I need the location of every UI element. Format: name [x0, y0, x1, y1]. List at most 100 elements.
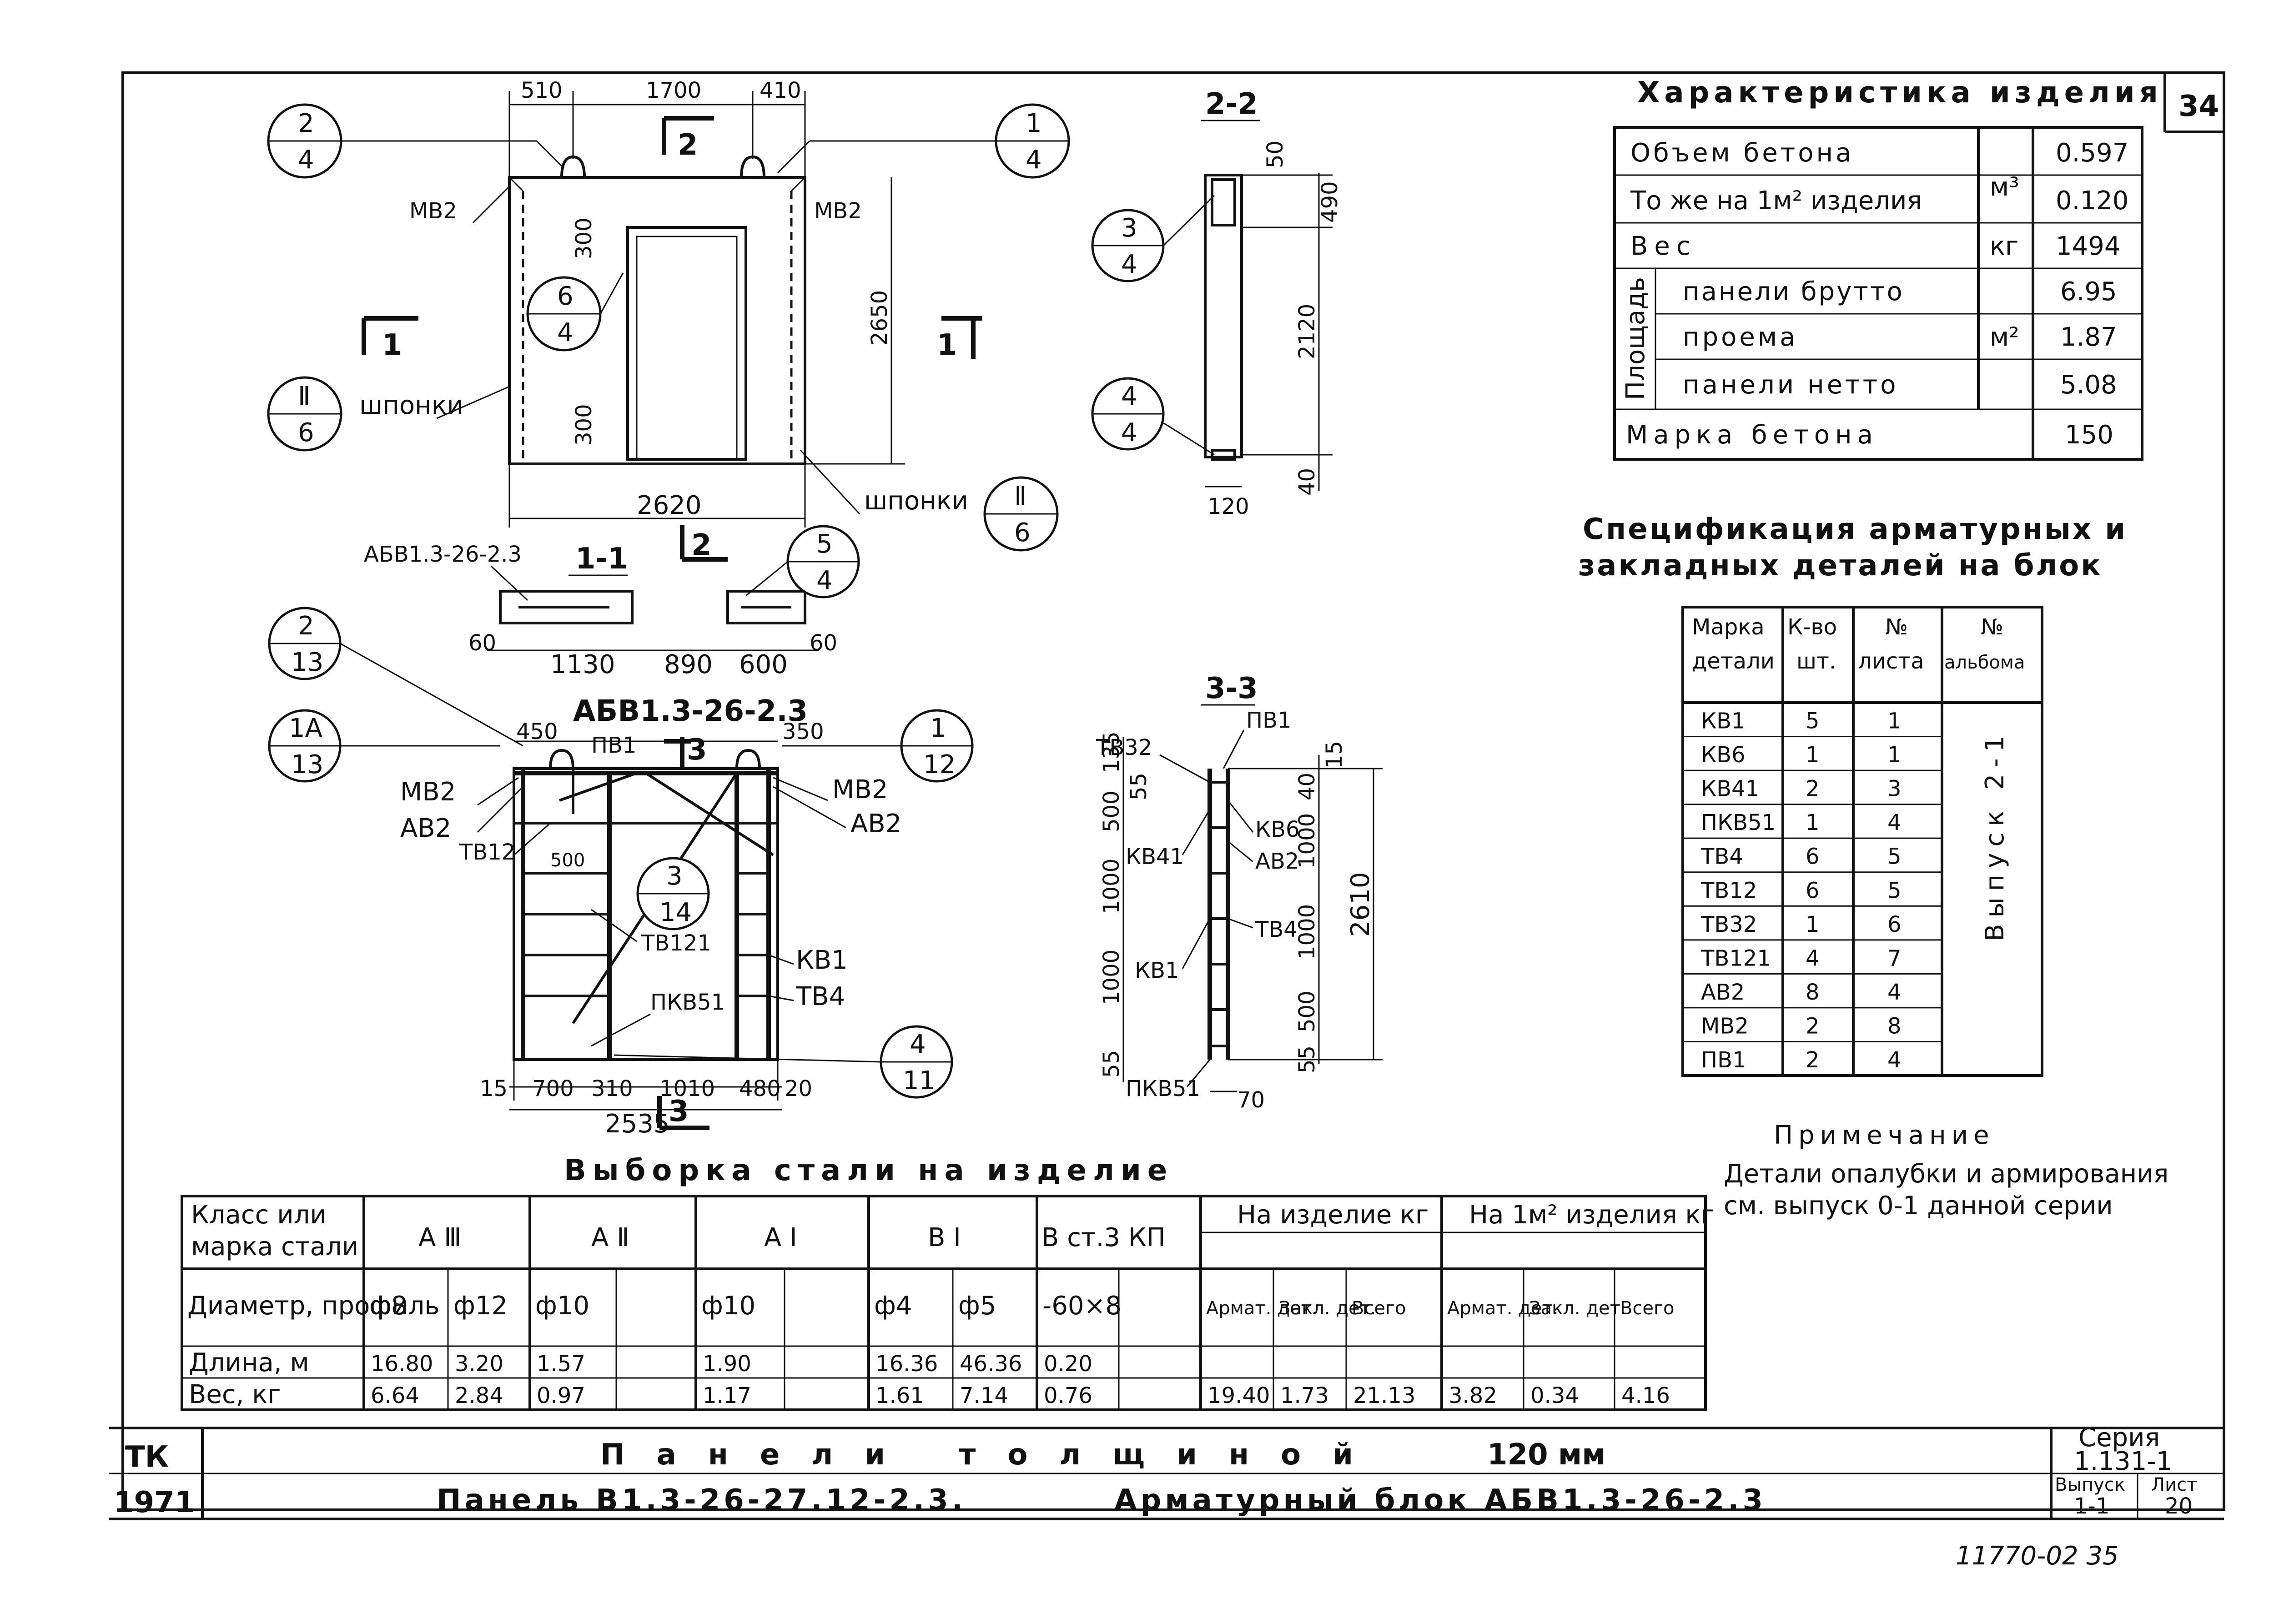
callout-1-12: 1 12 [782, 709, 974, 783]
dim-135: 135 [1099, 731, 1124, 773]
title-issue: 1-1 [2074, 1493, 2109, 1519]
label-keys-right: шпонки [864, 486, 968, 516]
char-row-weight: Вес [1630, 231, 1697, 261]
steel-h2-cell: ф10 [701, 1291, 755, 1321]
svg-text:6: 6 [1014, 518, 1031, 548]
steel-weight-cell: 21.13 [1353, 1383, 1415, 1408]
steel-h2-cell: ф4 [874, 1291, 912, 1321]
char-area-label: Площадь [1621, 277, 1650, 400]
label-pkb51-s33: ПКВ51 [1126, 1076, 1200, 1101]
dim-1700: 1700 [646, 78, 701, 103]
callout-5-4: 5 4 [745, 525, 860, 598]
spec-cell: 4 [1887, 980, 1902, 1005]
char-row-gross: панели брутто [1683, 277, 1904, 307]
spec-title-2: закладных деталей на блок [1578, 549, 2103, 583]
dim-70: 70 [1237, 1087, 1265, 1113]
spec-album-value: Выпуск 2-1 [1980, 729, 2010, 941]
title-line-2-left: Панель В1.3-26-27.12-2.3. [437, 1483, 966, 1517]
spec-cell: ПВ1 [1701, 1047, 1746, 1073]
spec-cell: 1 [1887, 709, 1902, 734]
label-pv1: ПВ1 [591, 733, 637, 758]
char-value-opening: 1.87 [2060, 322, 2117, 352]
cut-2-top: 2 [678, 128, 698, 162]
char-row-grade: Марка бетона [1626, 420, 1878, 450]
spec-cell: 7 [1887, 945, 1902, 971]
spec-h-mark-1: Марка [1692, 614, 1765, 640]
steel-length-cell: 16.36 [875, 1351, 938, 1377]
label-mb2-left: МВ2 [409, 198, 457, 224]
spec-cell: 1 [1806, 742, 1820, 768]
title-line-2-right: Арматурный блок АБВ1.3-26-2.3 [1114, 1483, 1766, 1517]
title-series-label: Серия [2078, 1423, 2160, 1453]
spec-cell: 4 [1887, 810, 1902, 835]
steel-h2-cell: Армат. дет. [1447, 1298, 1558, 1319]
dim-60-right: 60 [810, 630, 837, 656]
specification-table: Спецификация арматурных и закладных дета… [1578, 513, 2127, 1077]
svg-text:3: 3 [666, 861, 683, 891]
dim-890: 890 [664, 650, 713, 679]
spec-h-mark-2: детали [1692, 649, 1775, 674]
spec-cell: 4 [1887, 1047, 1902, 1073]
steel-weight-cell: 3.82 [1449, 1383, 1497, 1408]
spec-cell: ПКВ51 [1701, 810, 1776, 835]
steel-weight-cell: 4.16 [1621, 1383, 1670, 1408]
steel-weight-cell: 0.76 [1044, 1383, 1092, 1408]
dim-2120: 2120 [1294, 304, 1320, 359]
steel-h2-cell: -60×8 [1042, 1291, 1122, 1321]
dim-300-top: 300 [571, 217, 597, 259]
cut-3-bottom: 3 [669, 1095, 689, 1128]
spec-h-qty-1: К-во [1787, 614, 1837, 640]
svg-text:13: 13 [291, 648, 323, 677]
label-tb4-s33: ТВ4 [1255, 917, 1298, 942]
label-tb32: ТВ32 [1096, 735, 1152, 760]
dim-310: 310 [591, 1076, 633, 1101]
dim-500-block: 500 [550, 850, 585, 871]
steel-h1-cell: В Ⅰ [928, 1223, 961, 1252]
steel-weight-cell: 1.61 [875, 1383, 924, 1408]
char-value-grade: 150 [2065, 420, 2113, 450]
char-row-opening: проема [1683, 322, 1798, 352]
callout-ii-6-right: Ⅱ 6 [983, 476, 1059, 552]
section-1-1: 1-1 АБВ1.3-26-2.3 2 60 1130 890 600 60 5… [364, 525, 860, 679]
label-kb1: КВ1 [796, 945, 848, 975]
steel-length-cell: Длина, м [189, 1348, 309, 1378]
section-3-3-title: 3-3 [1205, 672, 1258, 705]
steel-h2-cell: Армат. дет. [1206, 1298, 1317, 1319]
steel-h-class-1: Класс или [191, 1200, 327, 1230]
svg-text:6: 6 [298, 418, 314, 447]
spec-cell: 1 [1806, 810, 1820, 835]
steel-h1-cell: А Ⅱ [591, 1223, 629, 1252]
svg-text:4: 4 [1121, 250, 1137, 279]
steel-h2-cell: Закл. дет. [1529, 1298, 1626, 1319]
title-sheet: 20 [2165, 1493, 2193, 1519]
dim-15: 15 [480, 1076, 508, 1101]
svg-text:1: 1 [1026, 109, 1042, 138]
spec-cell: 8 [1887, 1013, 1902, 1039]
spec-h-sheet-2: листа [1858, 649, 1924, 674]
dim-20: 20 [785, 1076, 812, 1101]
dim-2620: 2620 [637, 491, 702, 520]
spec-cell: 8 [1806, 980, 1820, 1005]
steel-h2-cell: Диаметр, профиль [187, 1291, 439, 1321]
steel-weight-cell: 7.14 [960, 1383, 1008, 1408]
steel-table: Выборка стали на изделие Класс или марка… [181, 1154, 1714, 1411]
characteristics-table: Характеристика изделия Объем бетона 0.59… [1613, 76, 2158, 461]
callout-4-4-s22: 4 4 [1091, 377, 1215, 456]
spec-title-1: Спецификация арматурных и [1583, 513, 2127, 546]
dim-410: 410 [760, 78, 801, 103]
char-value-gross: 6.95 [2060, 277, 2117, 307]
section-3-3: 3-3 135 55 500 1000 1000 55 15 40 1000 1… [1096, 672, 1383, 1113]
spec-cell: 6 [1887, 912, 1902, 937]
dim-2650: 2650 [867, 290, 892, 346]
dim-500-right: 500 [1294, 990, 1320, 1032]
label-pv1-s33: ПВ1 [1246, 708, 1292, 733]
char-row-concrete-volume: Объем бетона [1630, 138, 1854, 168]
dim-60-left: 60 [468, 630, 496, 656]
steel-length-cell: 46.36 [960, 1351, 1022, 1377]
steel-columns [362, 1196, 1706, 1410]
svg-text:4: 4 [1121, 418, 1137, 447]
